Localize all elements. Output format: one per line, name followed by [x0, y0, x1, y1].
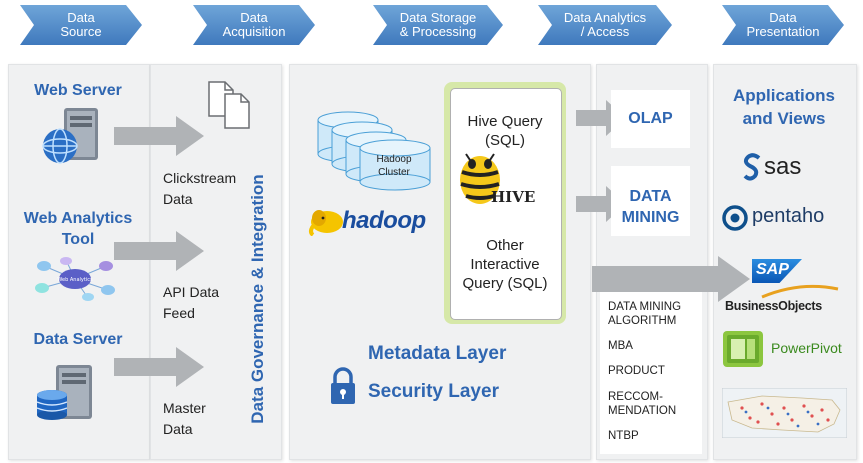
hive-bee-icon — [460, 153, 500, 204]
data-server-label: Data Server — [33, 331, 123, 348]
business-objects-swoosh-icon — [761, 284, 839, 299]
hadoop-elephant-icon — [309, 210, 343, 236]
clickstream-label: Clickstream Data — [163, 170, 237, 207]
list-item-product: PRODUCT — [608, 365, 665, 377]
hadoop-logo-text: hadoop — [342, 207, 426, 234]
lock-icon — [331, 367, 355, 404]
arrow-to-presentation — [592, 256, 750, 302]
pentaho-icon — [722, 205, 748, 231]
hive-query-inner — [450, 88, 562, 320]
hive-query-label: Hive Query (SQL) — [467, 113, 543, 149]
stage-data-analytics: Data Analytics / Access — [538, 5, 672, 45]
other-query-label: Other Interactive Query (SQL) — [462, 237, 548, 292]
applications-views-title: Applications and Views — [732, 86, 835, 128]
list-item-recommendation: RECCOM- MENDATION — [608, 391, 677, 417]
hive-logo-text: HIVE — [491, 188, 536, 206]
security-layer-label: Security Layer — [368, 381, 499, 402]
hadoop-cluster-label: Hadoop Cluster — [376, 154, 412, 178]
master-data-label: Master Data — [163, 400, 206, 437]
data-server-icon — [36, 365, 92, 420]
arrow-api-feed — [114, 231, 204, 271]
stage-data-storage: Data Storage & Processing — [373, 5, 503, 45]
api-feed-label: API Data Feed — [163, 284, 220, 321]
web-server-label: Web Server — [34, 82, 122, 99]
data-governance-label: Data Governance & Integration — [248, 174, 267, 424]
list-item-data-mining-algorithm: DATA MINING ALGORITHM — [608, 301, 682, 327]
metadata-layer-label: Metadata Layer — [368, 343, 507, 364]
us-map-thumbnail — [722, 388, 847, 438]
web-analytics-label: Web Analytics Tool — [23, 210, 133, 248]
olap-box — [611, 90, 690, 148]
data-mining-label: DATA MINING — [621, 188, 680, 226]
arrow-master-data — [114, 347, 204, 387]
analytics-list-box — [600, 266, 702, 454]
powerpivot-logo-text: PowerPivot — [771, 340, 842, 356]
web-analytics-diagram-icon: Web Analytics — [35, 257, 115, 301]
hadoop-cluster-icon — [317, 111, 431, 191]
olap-label: OLAP — [628, 110, 673, 127]
pentaho-logo-text: pentaho — [752, 205, 825, 227]
business-objects-text: BusinessObjects — [725, 299, 822, 313]
stage-data-source: Data Source — [20, 5, 142, 45]
stage-data-presentation: Data Presentation — [722, 5, 844, 45]
list-item-mba: MBA — [608, 340, 633, 352]
document-icon — [208, 81, 250, 129]
sas-s-icon — [743, 153, 761, 181]
web-analytics-node: Web Analytics — [57, 277, 93, 283]
sap-logo-text: SAP — [756, 261, 789, 278]
stage-data-acquisition: Data Acquisition — [193, 5, 315, 45]
list-item-ntbp: NTBP — [608, 430, 639, 442]
powerpivot-icon — [723, 331, 763, 367]
arrow-clickstream — [114, 116, 204, 156]
sas-logo-text: sas — [764, 153, 802, 180]
data-mining-box — [611, 166, 690, 236]
web-server-icon — [42, 108, 98, 164]
